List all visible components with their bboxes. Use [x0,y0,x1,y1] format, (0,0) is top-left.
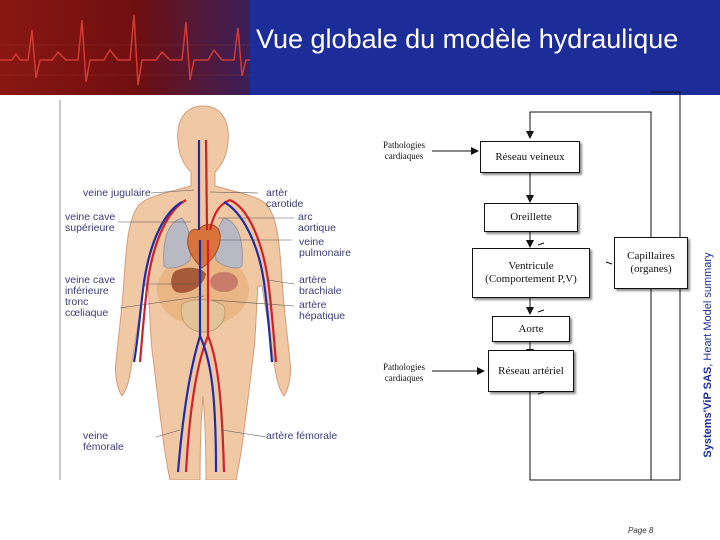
page-title: Vue globale du modèle hydraulique [256,24,679,54]
ecg-banner-image [0,0,250,95]
label-artere-femorale: artère fémorale [266,430,338,442]
label-veine-femorale: veine fémorale [83,430,124,453]
oreillette-box: Oreillette [484,203,578,232]
page-number: Page 8 [628,526,654,535]
label-artere-carotide: artèr carotide [266,187,304,210]
reseau-arteriel-box: Réseau artériel [488,350,574,392]
header-bar: Vue globale du modèle hydraulique [0,0,720,95]
label-tronc-coeliaque: tronc cœliaque [65,296,109,319]
label-artere-brachiale: artère brachiale [299,274,342,297]
ecg-trace [0,14,250,86]
label-veine-cave-inferieure: veine cave inférieure [65,274,116,297]
label-veine-pulmonaire: veine pulmonaire [299,236,351,259]
side-banner [697,95,720,540]
capillaires-box: Capillaires (organes) [614,237,688,289]
pathologies-top-label: Pathologies cardiaques [383,140,425,161]
label-veine-jugulaire: veine jugulaire [83,187,151,199]
label-veine-cave-superieure: veine cave supérieure [65,211,116,234]
aorte-box: Aorte [492,316,570,342]
ventricule-box: Ventricule (Comportement P,V) [472,248,590,298]
reseau-veineux-box: Réseau veineux [480,141,580,173]
circulatory-system-illustration [59,100,295,480]
label-artere-hepatique: artère hépatique [299,299,346,322]
label-arc-aortique: arc aortique [298,211,336,234]
pathologies-bottom-label: Pathologies cardiaques [383,362,425,383]
